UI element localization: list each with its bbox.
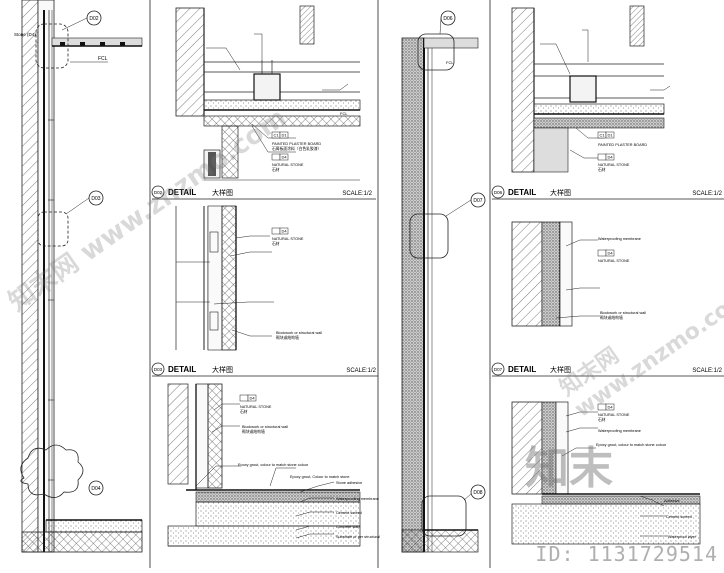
note: Adhesive (664, 499, 680, 503)
note: 石材 (240, 409, 248, 414)
note: 砌块或结构墙 (600, 315, 623, 320)
note: Concrete slab (336, 525, 359, 529)
scale-label: SCALE:1/2 (346, 368, 376, 374)
note: Epoxy grout, Colour to match stone (290, 475, 350, 479)
note: NATURAL STONE (240, 405, 272, 409)
detail-title: DETAIL (508, 365, 536, 374)
tag: D4 (281, 229, 287, 234)
detail-title: DETAIL (508, 188, 536, 197)
level-label: FCL (98, 56, 108, 62)
svg-text:D03: D03 (154, 367, 163, 372)
note: Stone adhesive (336, 481, 362, 485)
svg-text:D06: D06 (494, 190, 503, 195)
svg-text:D02: D02 (154, 190, 163, 195)
note: NATURAL STONE (272, 163, 304, 167)
note: Cement screed (666, 515, 692, 519)
detail-panel-3: D4 NATURAL STONE 石材 Blockwork or structu… (167, 383, 380, 547)
note: Waterproofing membrane (336, 497, 379, 501)
small-note: Stone (D4) (14, 32, 36, 37)
scale-label: SCALE:1/2 (692, 368, 722, 374)
note: Substrate or per structural (336, 535, 380, 539)
tag: C1 (599, 133, 605, 138)
tag: D4 (607, 251, 613, 256)
note: 石材 (598, 167, 606, 172)
detail-panel-2: D4 NATURAL STONE 石材 Blockwork or structu… (175, 205, 322, 351)
tag: D4 (249, 396, 255, 401)
level-label: FCL (446, 60, 454, 65)
bubble-label: D04 (91, 486, 100, 492)
detail-title: DETAIL (168, 365, 196, 374)
bubble-label: D07 (473, 198, 482, 204)
detail-header-1: D02 DETAIL 大样图 SCALE:1/2 (151, 185, 376, 200)
tag: D4 (607, 155, 613, 160)
note: PAINTED PLASTER BOARD (272, 142, 321, 146)
bubble-label: D08 (473, 490, 482, 496)
detail-title-cn: 大样图 (212, 188, 233, 197)
detail-title-cn: 大样图 (550, 188, 571, 197)
note: Blockwork or structural wall (242, 425, 288, 429)
detail-header-2: D03 DETAIL 大样图 SCALE:1/2 (151, 362, 378, 377)
note: Blockwork or structural wall (600, 311, 646, 315)
note: Cement screed (336, 511, 362, 515)
note: NATURAL STONE (598, 413, 630, 417)
tag: C1 (273, 133, 279, 138)
bubble-label: D02 (89, 16, 98, 22)
note: 石材 (272, 167, 280, 172)
tag: D4 (281, 155, 287, 160)
note: 砌块或结构墙 (242, 429, 265, 434)
scale-label: SCALE:1/2 (692, 191, 722, 197)
elevation-center: D06 D07 D08 FCL (401, 10, 486, 553)
note: Blockwork or structural wall (276, 331, 322, 335)
tag: D1 (607, 133, 613, 138)
watermark-logo: 知末 (525, 443, 613, 494)
note: PAINTED PLASTER BOARD (598, 143, 647, 147)
bubble-label: D03 (91, 196, 100, 202)
scale-label: SCALE:1/2 (342, 191, 372, 197)
note: 石材 (272, 241, 280, 246)
note: Epoxy grout, colour to match stone colou… (238, 463, 309, 467)
detail-panel-5: Waterproofing membrane D4 NATURAL STONE … (511, 221, 646, 327)
detail-header-3: D06 DETAIL 大样图 SCALE:1/2 (491, 185, 724, 200)
note: Epoxy grout, colour to match stone colou… (596, 443, 667, 447)
elevation-left: D02 D03 D04 FCL Stone (D4) (14, 0, 143, 553)
detail-title: DETAIL (168, 188, 196, 197)
detail-title-cn: 大样图 (550, 365, 571, 374)
tag: D4 (607, 405, 613, 410)
detail-panel-4: C1 D1 D4 PAINTED PLASTER BOARD NATURAL S… (511, 5, 671, 173)
sheet-frame (149, 0, 491, 568)
detail-header-4: D07 DETAIL 大样图 SCALE:1/2 (491, 362, 724, 377)
note: NATURAL STONE (598, 163, 630, 167)
watermark-id: ID: 1131729514 (535, 542, 718, 566)
note: Waterproof layer (668, 535, 697, 539)
level-label: FCL (340, 111, 348, 116)
bubble-label: D06 (443, 16, 452, 22)
note: NATURAL STONE (272, 237, 304, 241)
note: 石材 (598, 417, 606, 422)
note: Waterproofing membrane (598, 237, 641, 241)
detail-panel-1: C1 D1 D4 PAINTED PLASTER BOARD 石膏板面涂料（白色… (175, 5, 361, 181)
note: 石膏板面涂料（白色乳胶漆） (272, 146, 321, 151)
note: 砌块或结构墙 (276, 335, 299, 340)
note: Waterproofing membrane (598, 429, 641, 433)
detail-title-cn: 大样图 (212, 365, 233, 374)
note: NATURAL STONE (598, 259, 630, 263)
svg-text:D07: D07 (494, 367, 503, 372)
tag: D1 (281, 133, 287, 138)
detail-panel-6: D4 NATURAL STONE 石材 Waterproofing membra… (511, 401, 701, 545)
